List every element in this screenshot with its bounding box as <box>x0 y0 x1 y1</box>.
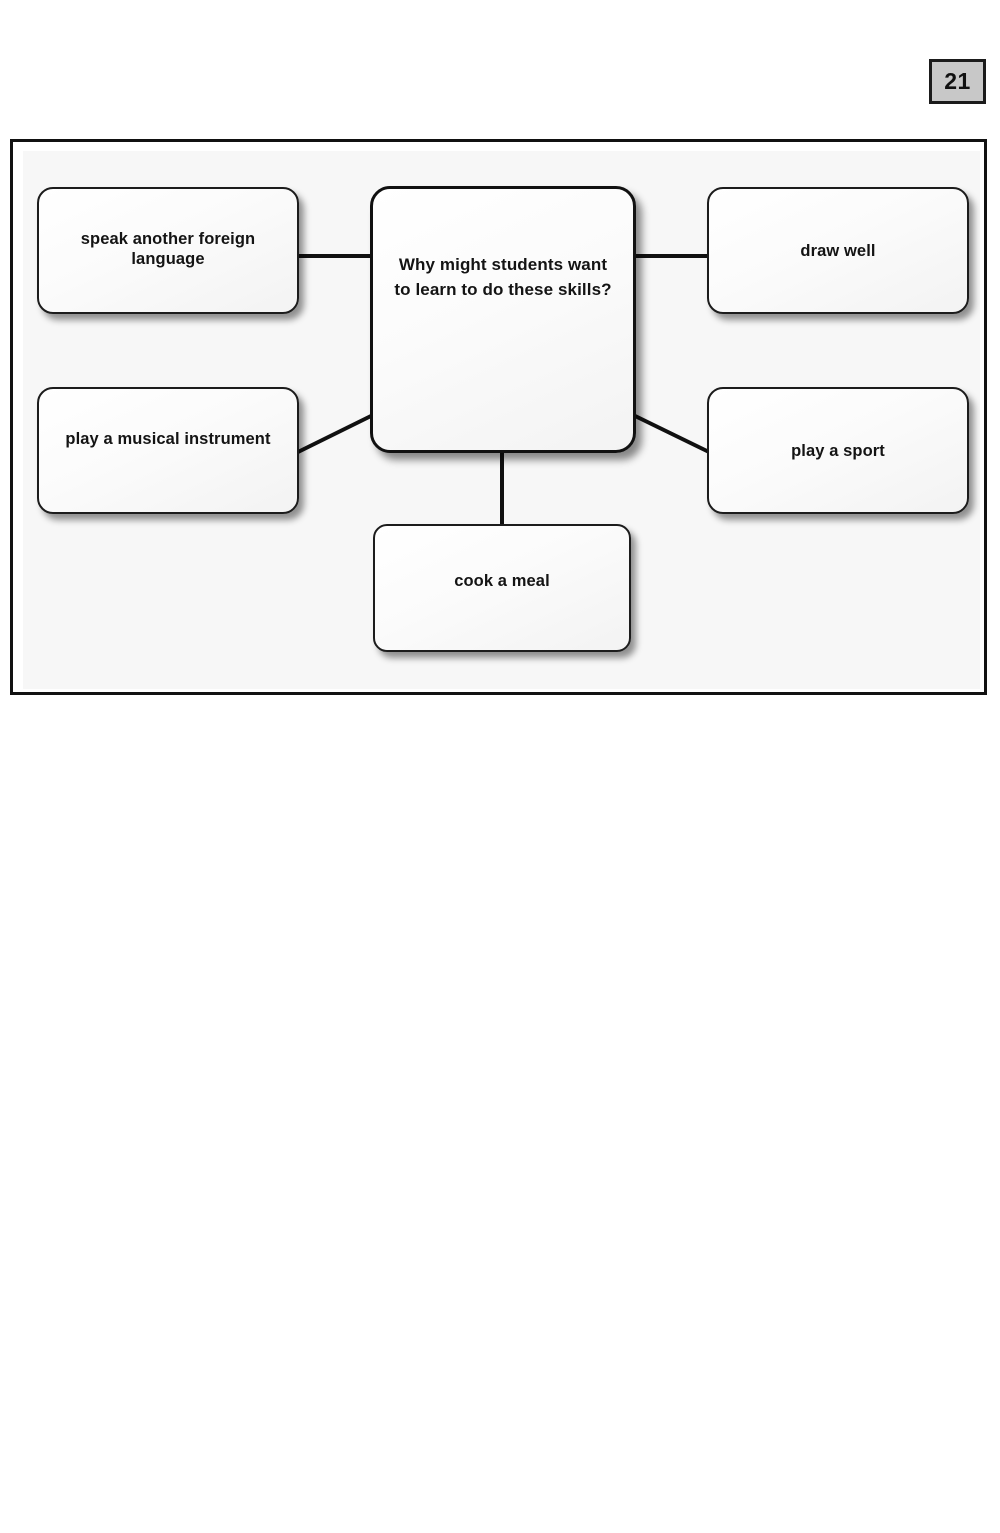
concept-node-play-sport[interactable]: play a sport <box>707 387 969 514</box>
concept-node-cook-meal-label: cook a meal <box>454 572 550 590</box>
concept-node-central-question[interactable]: Why might students want to learn to do t… <box>370 186 636 453</box>
concept-node-musical-instrument-label: play a musical instrument <box>65 430 271 448</box>
concept-node-play-sport-label: play a sport <box>791 442 885 460</box>
concept-node-cook-meal[interactable]: cook a meal <box>373 524 631 652</box>
concept-map-figure: Why might students want to learn to do t… <box>10 139 987 695</box>
concept-node-speak-language-label: speak another foreign language <box>80 230 256 269</box>
page-number-value: 21 <box>944 68 971 94</box>
concept-node-draw-well[interactable]: draw well <box>707 187 969 314</box>
page-number-badge: 21 <box>929 59 986 104</box>
concept-node-speak-language[interactable]: speak another foreign language <box>37 187 299 314</box>
concept-node-draw-well-label: draw well <box>800 242 876 260</box>
concept-node-central-question-label: Why might students want to learn to do t… <box>394 255 612 299</box>
concept-node-musical-instrument[interactable]: play a musical instrument <box>37 387 299 514</box>
